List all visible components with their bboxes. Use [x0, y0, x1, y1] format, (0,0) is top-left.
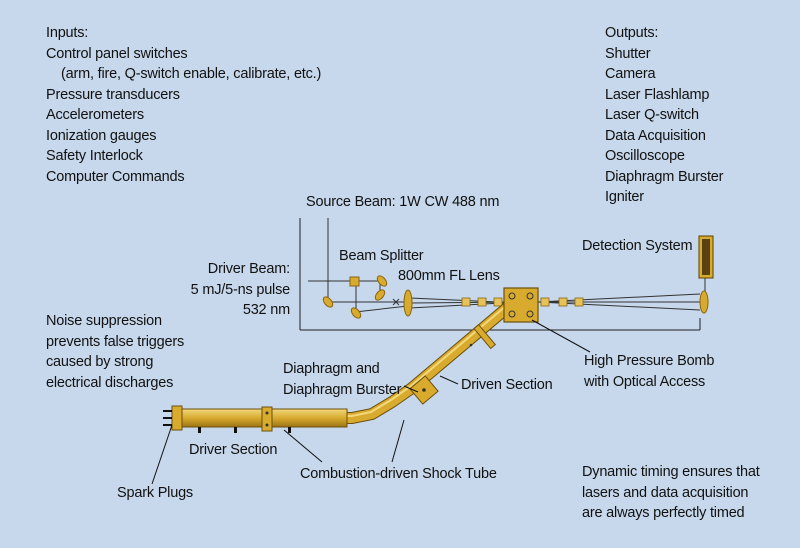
timing-note: Dynamic timing ensures that lasers and d… [582, 464, 760, 521]
mirror [374, 289, 386, 301]
driver-section-label: Driver Section [189, 442, 278, 458]
detection-system-label: Detection System [582, 238, 693, 254]
leader-lines [151, 319, 591, 485]
spark-plug-end-cap [171, 405, 183, 431]
output-item: Laser Flashlamp [605, 86, 710, 103]
mirror-optics [322, 275, 413, 319]
driven-section-label: Driven Section [461, 377, 553, 393]
input-item: Control panel switches [46, 45, 188, 62]
mirror [322, 296, 334, 308]
optical-table-frame [299, 218, 701, 331]
input-item: Safety Interlock [46, 148, 143, 164]
input-item: Computer Commands [46, 168, 185, 185]
mirror [376, 275, 388, 287]
lens-label: 800mm FL Lens [398, 268, 500, 284]
beam-splitter-label: Beam Splitter [339, 248, 424, 264]
input-item: Accelerometers [46, 107, 144, 123]
driver-flange [261, 406, 273, 432]
beam-windows [461, 297, 584, 307]
output-item: Oscilloscope [605, 148, 685, 164]
input-item: (arm, fire, Q-switch enable, calibrate, … [61, 66, 322, 82]
focusing-lens [403, 289, 413, 317]
output-item: Igniter [605, 189, 644, 205]
source-beam-label: Source Beam: 1W CW 488 nm [306, 194, 500, 210]
diaphragm-label: Diaphragm and Diaphragm Burster [283, 361, 402, 398]
outputs-heading: Outputs: [605, 25, 659, 41]
outputs-list: Outputs: Shutter Camera Laser Flashlamp … [605, 23, 723, 208]
output-item: Laser Q-switch [605, 107, 699, 123]
beam-cross-mark [392, 298, 400, 306]
noise-suppression-note: Noise suppression prevents false trigger… [46, 313, 185, 391]
shock-tube [163, 292, 524, 433]
input-item: Ionization gauges [46, 127, 157, 144]
detection-system-unit [698, 235, 714, 314]
inputs-heading: Inputs: [46, 25, 89, 41]
output-item: Data Acquisition [605, 127, 706, 144]
mirror [350, 307, 362, 319]
output-item: Shutter [605, 45, 651, 62]
collection-lens [699, 290, 709, 314]
driven-flange [473, 323, 497, 350]
output-item: Diaphragm Burster [605, 168, 724, 185]
output-item: Camera [605, 66, 656, 82]
inputs-list: Inputs: Control panel switches (arm, fir… [46, 23, 321, 187]
driver-beam-label: Driver Beam: 5 mJ/5-ns pulse 532 nm [190, 261, 291, 318]
beam-splitter-cube [349, 276, 360, 287]
shock-tube-label: Combustion-driven Shock Tube [300, 466, 497, 482]
high-pressure-bomb-label: High Pressure Bomb with Optical Access [584, 353, 715, 390]
high-pressure-bomb [503, 287, 539, 323]
spark-plugs-label: Spark Plugs [117, 485, 193, 501]
input-item: Pressure transducers [46, 86, 180, 103]
